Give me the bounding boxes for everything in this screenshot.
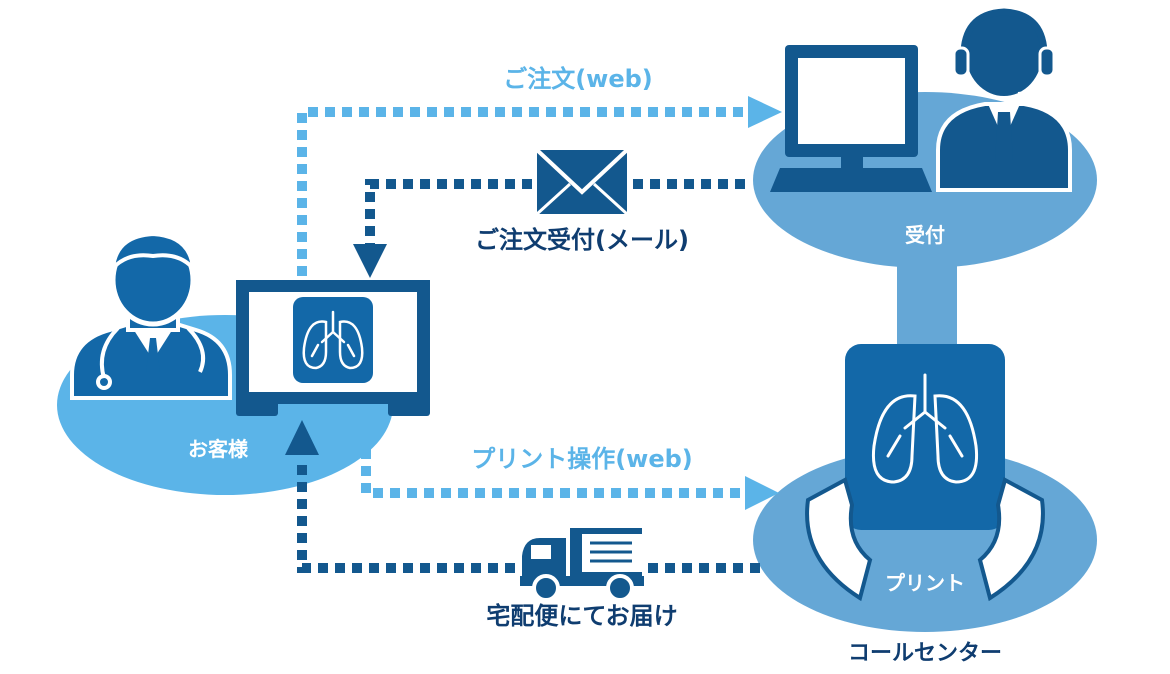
order-mail-label: ご注文受付(メール) (475, 226, 689, 254)
customer-label: お客様 (188, 437, 249, 461)
delivery-truck-icon (520, 528, 644, 602)
envelope-icon (535, 148, 629, 216)
lungs-icon (293, 297, 373, 383)
print-operation-label: プリント操作(web) (471, 445, 693, 473)
operator-headset-icon (936, 8, 1072, 192)
print-label: プリント (885, 571, 965, 595)
computer-monitor-icon (770, 45, 932, 192)
xray-film-hands-icon (805, 344, 1045, 602)
customer-monitor (236, 280, 430, 416)
delivery-label: 宅配便にてお届け (486, 602, 677, 630)
order-web-label: ご注文(web) (503, 65, 653, 93)
arrow-order-web (297, 96, 782, 276)
reception-label: 受付 (905, 223, 945, 247)
doctor-icon (70, 231, 232, 400)
arrow-delivery (285, 420, 760, 573)
arrow-print-operation (361, 415, 779, 510)
arrow-order-mail (353, 179, 745, 278)
call-center-label: コールセンター (848, 641, 1002, 666)
